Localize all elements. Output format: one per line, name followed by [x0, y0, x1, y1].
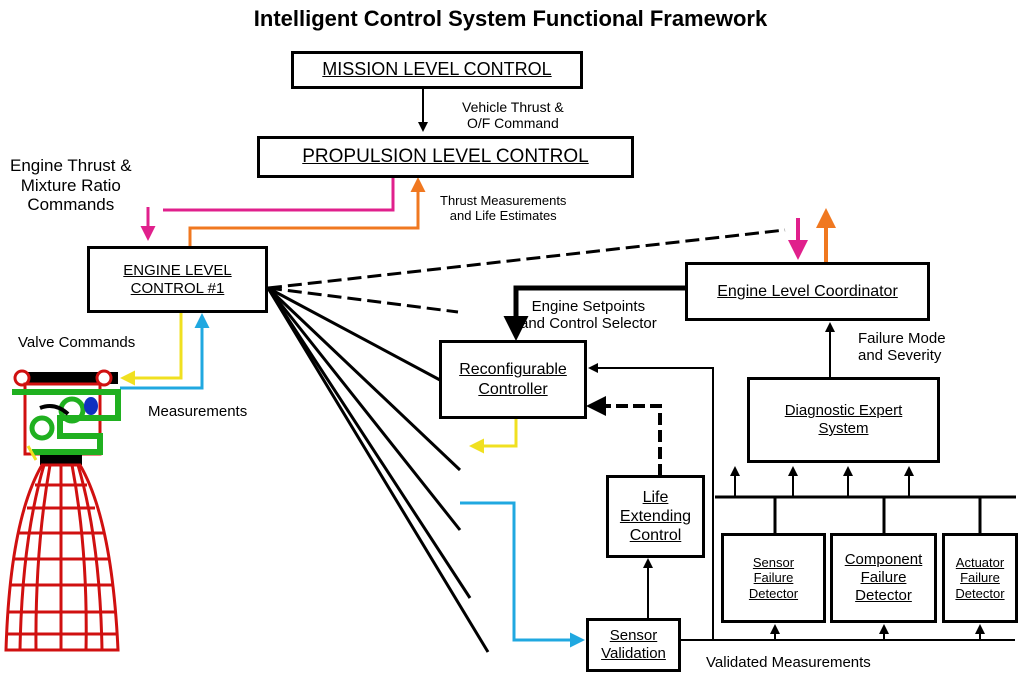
valve-commands-label: Valve Commands [18, 334, 136, 351]
vehicle-thrust-label: Vehicle Thrust & O/F Command [462, 99, 564, 132]
thrust-measurements-label: Thrust Measurements and Life Estimates [440, 193, 567, 223]
component-failure-detector-box: Component Failure Detector [830, 533, 937, 623]
setpoints-label: Engine Setpoints and Control Selector [520, 298, 657, 333]
reconfigurable-controller-box: Reconfigurable Controller [439, 340, 587, 419]
diagnostic-expert-system-box: Diagnostic Expert System [747, 377, 940, 463]
validated-measurements-label: Validated Measurements [706, 654, 871, 671]
sensor-failure-detector-box: Sensor Failure Detector [721, 533, 826, 623]
engine-fan-lines [266, 228, 786, 653]
controller-output-line [469, 418, 518, 454]
life-extending-control-box: Life Extending Control [606, 475, 705, 558]
page-title: Intelligent Control System Functional Fr… [253, 6, 768, 31]
valve-command-line [120, 312, 183, 386]
measurements-label: Measurements [148, 403, 248, 420]
validated-bus-to-controller [588, 363, 714, 640]
engine-thrust-command-line [163, 175, 395, 212]
rocket-engine-icon [4, 369, 121, 652]
sensor-validation-box: Sensor Validation [586, 618, 681, 672]
actuator-failure-detector-box: Actuator Failure Detector [942, 533, 1018, 623]
engine-thrust-label: Engine Thrust & Mixture Ratio Commands [10, 156, 132, 215]
thrust-feedback-line [188, 177, 426, 247]
mission-level-control-box: MISSION LEVEL CONTROL [291, 51, 583, 89]
measurement-line [120, 313, 210, 390]
life-to-controller-dashed [586, 396, 662, 476]
engine-level-control-box: ENGINE LEVEL CONTROL #1 [87, 246, 268, 313]
setpoints-line [503, 285, 685, 341]
failure-mode-label: Failure Mode and Severity [858, 330, 946, 365]
measurement-to-validation-line [460, 501, 585, 648]
diagnostic-input-arrows [730, 466, 914, 497]
engine-level-coordinator-box: Engine Level Coordinator [685, 262, 930, 321]
detector-bus [715, 495, 1016, 533]
propulsion-level-control-box: PROPULSION LEVEL CONTROL [257, 136, 634, 178]
